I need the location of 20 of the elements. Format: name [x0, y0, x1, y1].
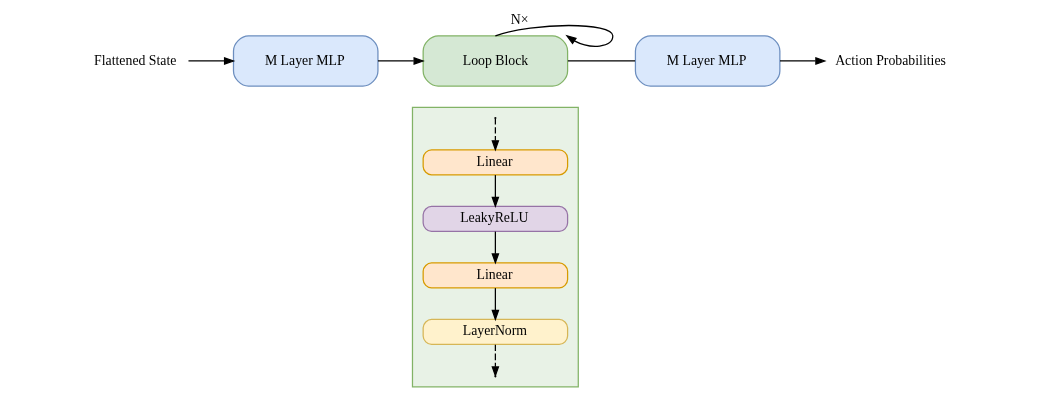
- arrow: [491, 230, 500, 265]
- edge-label: N×: [510, 12, 529, 28]
- arrow: [187, 57, 236, 65]
- node-box: Loop Block: [422, 35, 569, 87]
- cluster: [411, 106, 579, 388]
- arrow: [491, 174, 500, 209]
- arrow: [377, 57, 425, 65]
- arrow: [779, 57, 827, 65]
- node-box: LayerNorm: [422, 318, 569, 346]
- node-text: Flattened State: [94, 52, 177, 68]
- node-box: M Layer MLP: [634, 35, 781, 87]
- node-box: LeakyReLU: [422, 205, 569, 233]
- node-box: Linear: [422, 262, 569, 289]
- arrow: [494, 24, 614, 47]
- connector: [567, 60, 636, 62]
- arrow: [491, 117, 500, 152]
- node-text: Action Probabilities: [835, 52, 946, 68]
- arrow: [491, 287, 500, 322]
- node-box: Linear: [422, 149, 569, 176]
- node-box: M Layer MLP: [232, 35, 379, 87]
